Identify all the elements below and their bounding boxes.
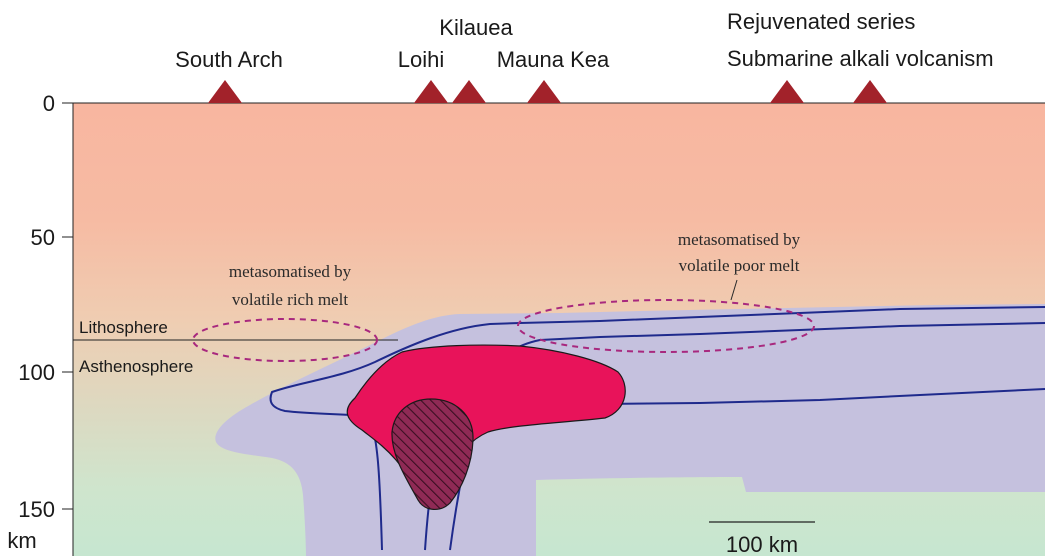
label-kilauea: Kilauea: [439, 15, 513, 40]
depth-unit: km: [7, 528, 36, 553]
label-rejuvenated: Rejuvenated series: [727, 9, 915, 34]
annotation-rich-line2: volatile rich melt: [232, 290, 348, 309]
volcano-submarine-alkali-icon: [853, 80, 887, 103]
volcano-mauna-kea-icon: [527, 80, 561, 103]
label-submarine-alkali: Submarine alkali volcanism: [727, 46, 994, 71]
volcano-south-arch-icon: [208, 80, 242, 103]
annotation-poor-line1: metasomatised by: [678, 230, 801, 249]
depth-tick-50: 50: [31, 225, 55, 250]
label-lithosphere: Lithosphere: [79, 318, 168, 337]
label-mauna-kea: Mauna Kea: [497, 47, 610, 72]
label-south-arch: South Arch: [175, 47, 283, 72]
depth-tick-150: 150: [18, 497, 55, 522]
annotation-poor-line2: volatile poor melt: [679, 256, 800, 275]
depth-tick-0: 0: [43, 91, 55, 116]
label-loihi: Loihi: [398, 47, 444, 72]
volcano-rejuvenated-icon: [770, 80, 804, 103]
volcano-markers: [208, 80, 887, 103]
volcano-kilauea-icon: [452, 80, 486, 103]
annotation-rich-line1: metasomatised by: [229, 262, 352, 281]
scale-bar-label: 100 km: [726, 532, 798, 556]
volcano-loihi-icon: [414, 80, 448, 103]
depth-tick-100: 100: [18, 360, 55, 385]
depth-axis: [62, 103, 73, 556]
label-asthenosphere: Asthenosphere: [79, 357, 193, 376]
